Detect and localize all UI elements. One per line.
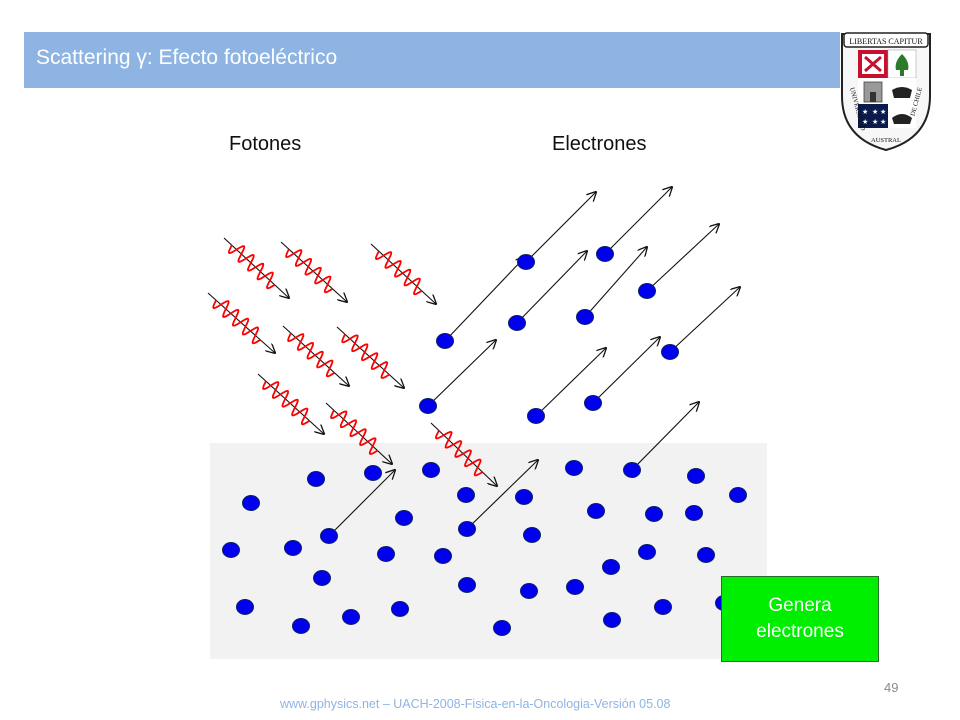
electron-dot-icon [222, 542, 240, 558]
electron-dot-icon [422, 462, 440, 478]
electron-dot-icon [565, 460, 583, 476]
arrow-icon [282, 325, 349, 386]
arrow-icon [328, 470, 395, 537]
title-bar: Scattering γ: Efecto fotoeléctrico [24, 32, 840, 88]
arrow-icon [430, 422, 497, 486]
arrow-icon [631, 402, 699, 471]
arrow-icon [370, 243, 436, 304]
electron-dot-icon [523, 527, 541, 543]
photon-wave-icon [287, 332, 335, 378]
photon-wave-icon [374, 250, 423, 296]
arrow-icon [592, 337, 660, 404]
electron-dot-icon [284, 540, 302, 556]
arrow-icon [427, 340, 496, 407]
electron-dot-icon [313, 570, 331, 586]
electron-dot-icon [493, 620, 511, 636]
arrow-icon [535, 348, 606, 417]
arrow-icon [525, 192, 596, 263]
electron-dot-icon [587, 503, 605, 519]
electron-dot-icon [685, 505, 703, 521]
arrow-icon [444, 257, 525, 342]
electron-dot-icon [566, 579, 584, 595]
electron-dot-icon [596, 246, 614, 262]
svg-text:★: ★ [880, 108, 886, 116]
page-number: 49 [884, 680, 899, 695]
electron-dot-icon [515, 489, 533, 505]
electron-dot-icon [603, 612, 621, 628]
electron-dot-icon [520, 583, 538, 599]
electron-dot-icon [320, 528, 338, 544]
electron-dot-icon [638, 544, 656, 560]
arrow-icon [604, 187, 672, 255]
electron-dot-icon [236, 599, 254, 615]
genera-electrones-callout: Genera electrones [721, 576, 879, 662]
electron-dot-icon [697, 547, 715, 563]
arrow-icon [336, 326, 404, 388]
seal-banner-text: LIBERTAS CAPITUR [849, 37, 923, 46]
slide-title: Scattering γ: Efecto fotoeléctrico [36, 46, 338, 69]
electrons-label: Electrones [552, 133, 647, 155]
photon-wave-icon [435, 430, 483, 477]
electron-dot-icon [638, 283, 656, 299]
photon-wave-icon [227, 244, 276, 290]
photon-wave-icon [262, 380, 310, 426]
electron-dot-icon [527, 408, 545, 424]
electron-dot-icon [645, 506, 663, 522]
electron-dot-icon [307, 471, 325, 487]
photon-wave-icon [285, 248, 333, 294]
electron-dot-icon [364, 465, 382, 481]
electrons-group [222, 246, 747, 636]
electron-dot-icon [654, 599, 672, 615]
svg-text:★: ★ [862, 108, 868, 116]
electron-dot-icon [517, 254, 535, 270]
arrow-icon [516, 251, 587, 324]
electron-dot-icon [458, 521, 476, 537]
arrow-icon [584, 247, 647, 318]
electron-dot-icon [508, 315, 526, 331]
svg-text:★: ★ [872, 118, 878, 126]
photons-group [207, 237, 497, 486]
university-seal-icon: LIBERTAS CAPITUR ★★★ ★★★ UNIVERSIDAD AUS… [841, 32, 931, 152]
electron-dot-icon [623, 462, 641, 478]
electron-dot-icon [377, 546, 395, 562]
svg-text:★: ★ [880, 118, 886, 126]
photon-wave-icon [212, 299, 261, 345]
electron-dot-icon [661, 344, 679, 360]
electron-dot-icon [458, 577, 476, 593]
seal-bottom-text: AUSTRAL [871, 137, 901, 144]
electron-dot-icon [602, 559, 620, 575]
electron-dot-icon [729, 487, 747, 503]
electron-dot-icon [434, 548, 452, 564]
arrow-icon [646, 224, 719, 292]
arrow-icon [466, 460, 538, 530]
photons-label: Fotones [229, 133, 302, 155]
arrow-icon [223, 237, 289, 298]
photon-wave-icon [330, 409, 378, 455]
arrow-icon [257, 373, 324, 434]
electron-trajectories-group [328, 187, 740, 537]
electron-dot-icon [687, 468, 705, 484]
footer-text: www.gphysics.net – UACH-2008-Fisica-en-l… [280, 697, 671, 711]
electron-dot-icon [457, 487, 475, 503]
svg-text:★: ★ [872, 108, 878, 116]
electron-dot-icon [419, 398, 437, 414]
electron-dot-icon [395, 510, 413, 526]
electron-dot-icon [584, 395, 602, 411]
arrow-icon [325, 402, 392, 464]
arrow-icon [207, 292, 275, 353]
electron-dot-icon [436, 333, 454, 349]
photon-wave-icon [341, 333, 390, 379]
arrow-icon [669, 287, 740, 353]
electron-dot-icon [576, 309, 594, 325]
electron-dot-icon [292, 618, 310, 634]
svg-text:★: ★ [862, 118, 868, 126]
electron-dot-icon [242, 495, 260, 511]
arrow-icon [280, 241, 347, 302]
electron-dot-icon [391, 601, 409, 617]
electron-dot-icon [342, 609, 360, 625]
